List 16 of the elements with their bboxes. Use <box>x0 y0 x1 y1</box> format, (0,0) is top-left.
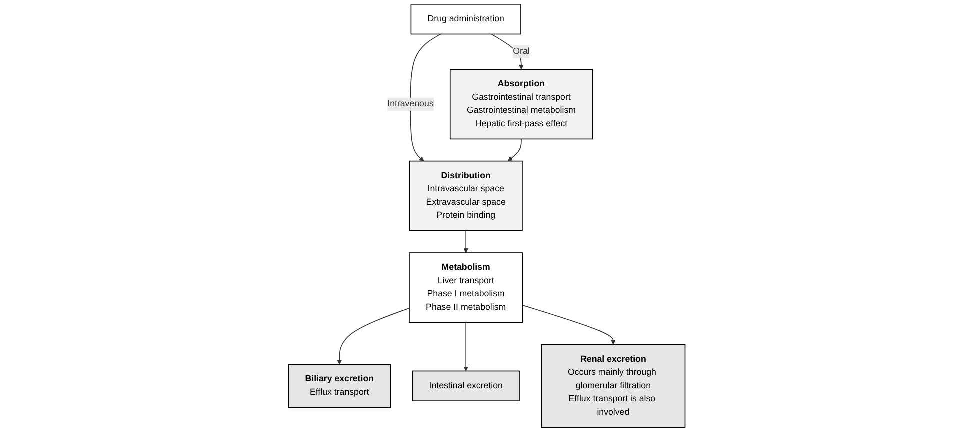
node-box: Absorption Gastrointestinal transport Gastrointestinal metabolism Hepatic first-pass effect <box>450 69 594 140</box>
arrow <box>491 34 524 70</box>
node-box: Metabolism Liver transport Phase I metabolism Phase II metabolism <box>409 252 524 324</box>
node-box: Drug administration <box>410 4 522 35</box>
node-box: Distribution Intravascular space Extravascular space Protein binding <box>409 160 523 232</box>
edge-label: Intravenous <box>388 99 434 109</box>
node-box: Biliary excretion Efflux transport <box>288 364 392 408</box>
arrow <box>464 322 469 372</box>
arrow <box>522 305 616 345</box>
edge-label: Oral <box>513 46 530 56</box>
arrow <box>464 230 469 254</box>
node-box: Intestinal excretion <box>412 370 520 402</box>
arrow <box>508 138 522 162</box>
arrow <box>337 308 410 365</box>
arrow <box>410 34 442 162</box>
node-box: Renal excretion Occurs mainly through glomerular filtration Efflux transport is also involved <box>541 344 686 428</box>
